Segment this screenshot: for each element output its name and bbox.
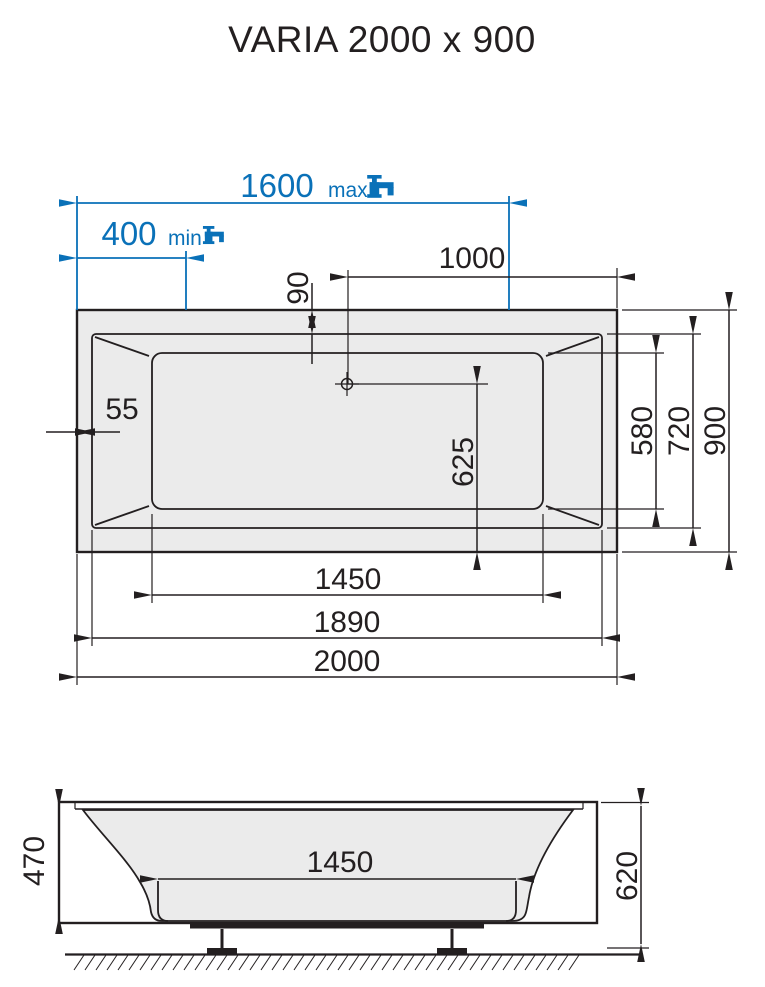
hatch-tick [535, 954, 547, 971]
faucet-icon [367, 175, 394, 198]
hatch-tick [414, 954, 426, 971]
tub-foot [207, 948, 237, 954]
dim-1450-side-label: 1450 [307, 846, 374, 879]
hatch-tick [326, 954, 338, 971]
page-title: VARIA 2000 x 900 [228, 19, 536, 60]
hatch-tick [381, 954, 393, 971]
bathtub-side-view [57, 800, 643, 971]
hatch-tick [249, 954, 261, 971]
faucet-icon [202, 226, 224, 245]
dim-widths-right: 580 720 900 [548, 292, 737, 570]
support-base-frame [190, 923, 484, 929]
dim-90-label: 90 [282, 271, 315, 304]
dim-720-label: 720 [663, 406, 696, 456]
hatch-tick [546, 954, 558, 971]
hatch-tick [150, 954, 162, 971]
hatch-tick [425, 954, 437, 971]
dim-lengths-bottom: 1450 1890 2000 [59, 514, 635, 685]
hatch-tick [260, 954, 272, 971]
hatch-tick [293, 954, 305, 971]
hatch-tick [84, 954, 96, 971]
dim-1600-qualifier: max [328, 179, 368, 202]
hatch-tick [524, 954, 536, 971]
hatch-tick [403, 954, 415, 971]
hatch-tick [337, 954, 349, 971]
hatch-tick [161, 954, 173, 971]
dim-620-label: 620 [611, 851, 644, 901]
dim-400-qualifier: min [168, 227, 202, 250]
hatch-tick [480, 954, 492, 971]
hatch-tick [392, 954, 404, 971]
dim-470-label: 470 [18, 836, 51, 886]
hatch-tick [502, 954, 514, 971]
hatch-tick [557, 954, 569, 971]
hatch-tick [95, 954, 107, 971]
tub-flat-bottom-edges [157, 881, 517, 922]
dim-rim-side: 55 [46, 393, 139, 436]
hatch-tick [315, 954, 327, 971]
bathtub-top-view [75, 308, 619, 554]
hatch-tick [106, 954, 118, 971]
dim-55-label: 55 [105, 393, 138, 426]
dim-bottom-length: 1450 [140, 846, 534, 883]
hatch-tick [359, 954, 371, 971]
hatch-tick [436, 954, 448, 971]
tub-basin-profile [81, 809, 575, 922]
hatch-tick [128, 954, 140, 971]
dim-1890-label: 1890 [314, 606, 381, 639]
faucet-position-dimensions: 1600 max 400 min [59, 167, 527, 310]
hatch-tick [238, 954, 250, 971]
hatch-tick [370, 954, 382, 971]
hatch-tick [304, 954, 316, 971]
hatch-tick [348, 954, 360, 971]
hatch-tick [568, 954, 580, 971]
hatch-tick [282, 954, 294, 971]
dim-1450-label: 1450 [315, 563, 382, 596]
tub-legs [220, 929, 454, 950]
dim-drain-x: 1000 [330, 242, 635, 385]
hatch-tick [458, 954, 470, 971]
dim-1000-label: 1000 [439, 242, 506, 275]
dim-rim-top: 90 [282, 271, 316, 364]
dim-drain-y: 625 [447, 366, 481, 570]
hatch-tick [513, 954, 525, 971]
dim-1600-label: 1600 [240, 167, 313, 204]
hatch-tick [73, 954, 85, 971]
hatch-tick [194, 954, 206, 971]
hatch-tick [183, 954, 195, 971]
dim-625-label: 625 [447, 437, 480, 487]
hatch-tick [447, 954, 459, 971]
dim-580-label: 580 [626, 406, 659, 456]
rim-lip-edges [74, 803, 584, 809]
tub-foot [437, 948, 467, 954]
hatch-tick [117, 954, 129, 971]
hatch-tick [491, 954, 503, 971]
hatch-tick [205, 954, 217, 971]
hatch-tick [469, 954, 481, 971]
tub-outer-edge [75, 308, 619, 554]
dim-depth: 470 [18, 789, 63, 934]
hatch-tick [216, 954, 228, 971]
hatch-tick [227, 954, 239, 971]
dim-400-label: 400 [101, 215, 156, 252]
tub-corner-slopes [94, 336, 600, 526]
hatch-tick [172, 954, 184, 971]
hatch-tick [271, 954, 283, 971]
dim-2000-label: 2000 [314, 645, 381, 678]
dim-900-label: 900 [699, 406, 732, 456]
dim-height: 620 [601, 788, 649, 962]
hatch-tick [139, 954, 151, 971]
ground-hatching [73, 954, 580, 971]
